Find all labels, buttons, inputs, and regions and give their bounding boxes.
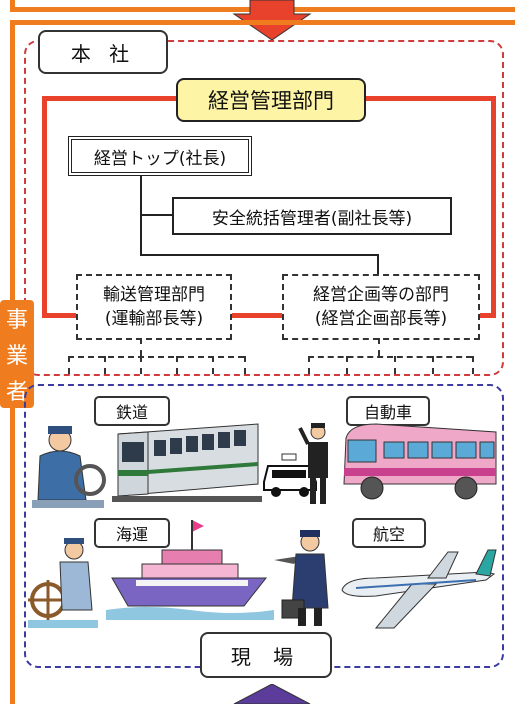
airplane-illustration (341, 549, 497, 629)
safety-manager-text: 安全統括管理者(副社長等) (211, 208, 413, 229)
transport-sub-1 (68, 356, 70, 374)
transport-sub-bar (68, 356, 244, 358)
planning-sub-4 (432, 356, 434, 374)
hq-label-text: 本 社 (70, 41, 136, 66)
transport-sub-5 (212, 356, 214, 374)
operator-char-1: 事 (5, 308, 28, 333)
aviation-label: 航空 (352, 518, 426, 548)
transport-sub-4 (176, 356, 178, 374)
planning-sub-1 (308, 356, 310, 374)
org-line-right-drop (377, 254, 379, 274)
planning-sub-bar (308, 356, 472, 358)
planning-dept-line2: (経営企画部長等) (314, 309, 448, 329)
bus-illustration (343, 423, 497, 500)
top-management-box: 経営トップ(社長) (68, 136, 252, 176)
train-driver-illustration (32, 426, 106, 508)
planning-sub-5 (472, 356, 474, 374)
railway-label: 鉄道 (94, 396, 170, 426)
shipping-label: 海運 (94, 518, 170, 548)
up-arrow (233, 684, 311, 704)
traffic-officer-illustration (298, 423, 328, 504)
org-line-split (140, 254, 378, 256)
management-dept-label: 経営管理部門 (176, 78, 366, 122)
operator-frame-top (10, 20, 515, 25)
automobile-label: 自動車 (346, 396, 430, 426)
ship-captain-illustration (28, 538, 98, 628)
planning-dept-line1: 経営企画等の部門 (313, 285, 449, 305)
planning-sub-2 (346, 356, 348, 374)
planning-sub-drop (378, 338, 380, 356)
operator-char-2: 業 (5, 344, 28, 369)
top-management-text: 経営トップ(社長) (93, 148, 227, 169)
transport-sub-3 (140, 356, 142, 374)
transport-dept-line2: (運輸部長等) (104, 309, 204, 329)
planning-sub-3 (394, 356, 396, 374)
operator-char-3: 者 (5, 380, 28, 405)
transport-dept-box: 輸送管理部門 (運輸部長等) (76, 274, 232, 340)
automobile-label-text: 自動車 (363, 403, 412, 422)
cruise-ship-illustration (106, 520, 274, 620)
management-dept-text: 経営管理部門 (208, 89, 334, 113)
transport-sub-2 (104, 356, 106, 374)
transport-sub-6 (244, 356, 246, 374)
org-line-safety (140, 214, 172, 216)
planning-dept-box: 経営企画等の部門 (経営企画部長等) (282, 274, 480, 340)
pilot-illustration (274, 530, 329, 626)
transport-sub-drop (140, 338, 142, 356)
safety-manager-box: 安全統括管理者(副社長等) (172, 197, 452, 235)
hq-label: 本 社 (38, 30, 168, 74)
field-label: 現 場 (200, 632, 332, 678)
transport-dept-line1: 輸送管理部門 (103, 285, 205, 305)
aviation-label-text: 航空 (372, 525, 405, 544)
shipping-label-text: 海運 (115, 525, 148, 544)
train-illustration (112, 423, 262, 502)
railway-label-text: 鉄道 (115, 403, 148, 422)
field-label-text: 現 場 (230, 644, 302, 669)
